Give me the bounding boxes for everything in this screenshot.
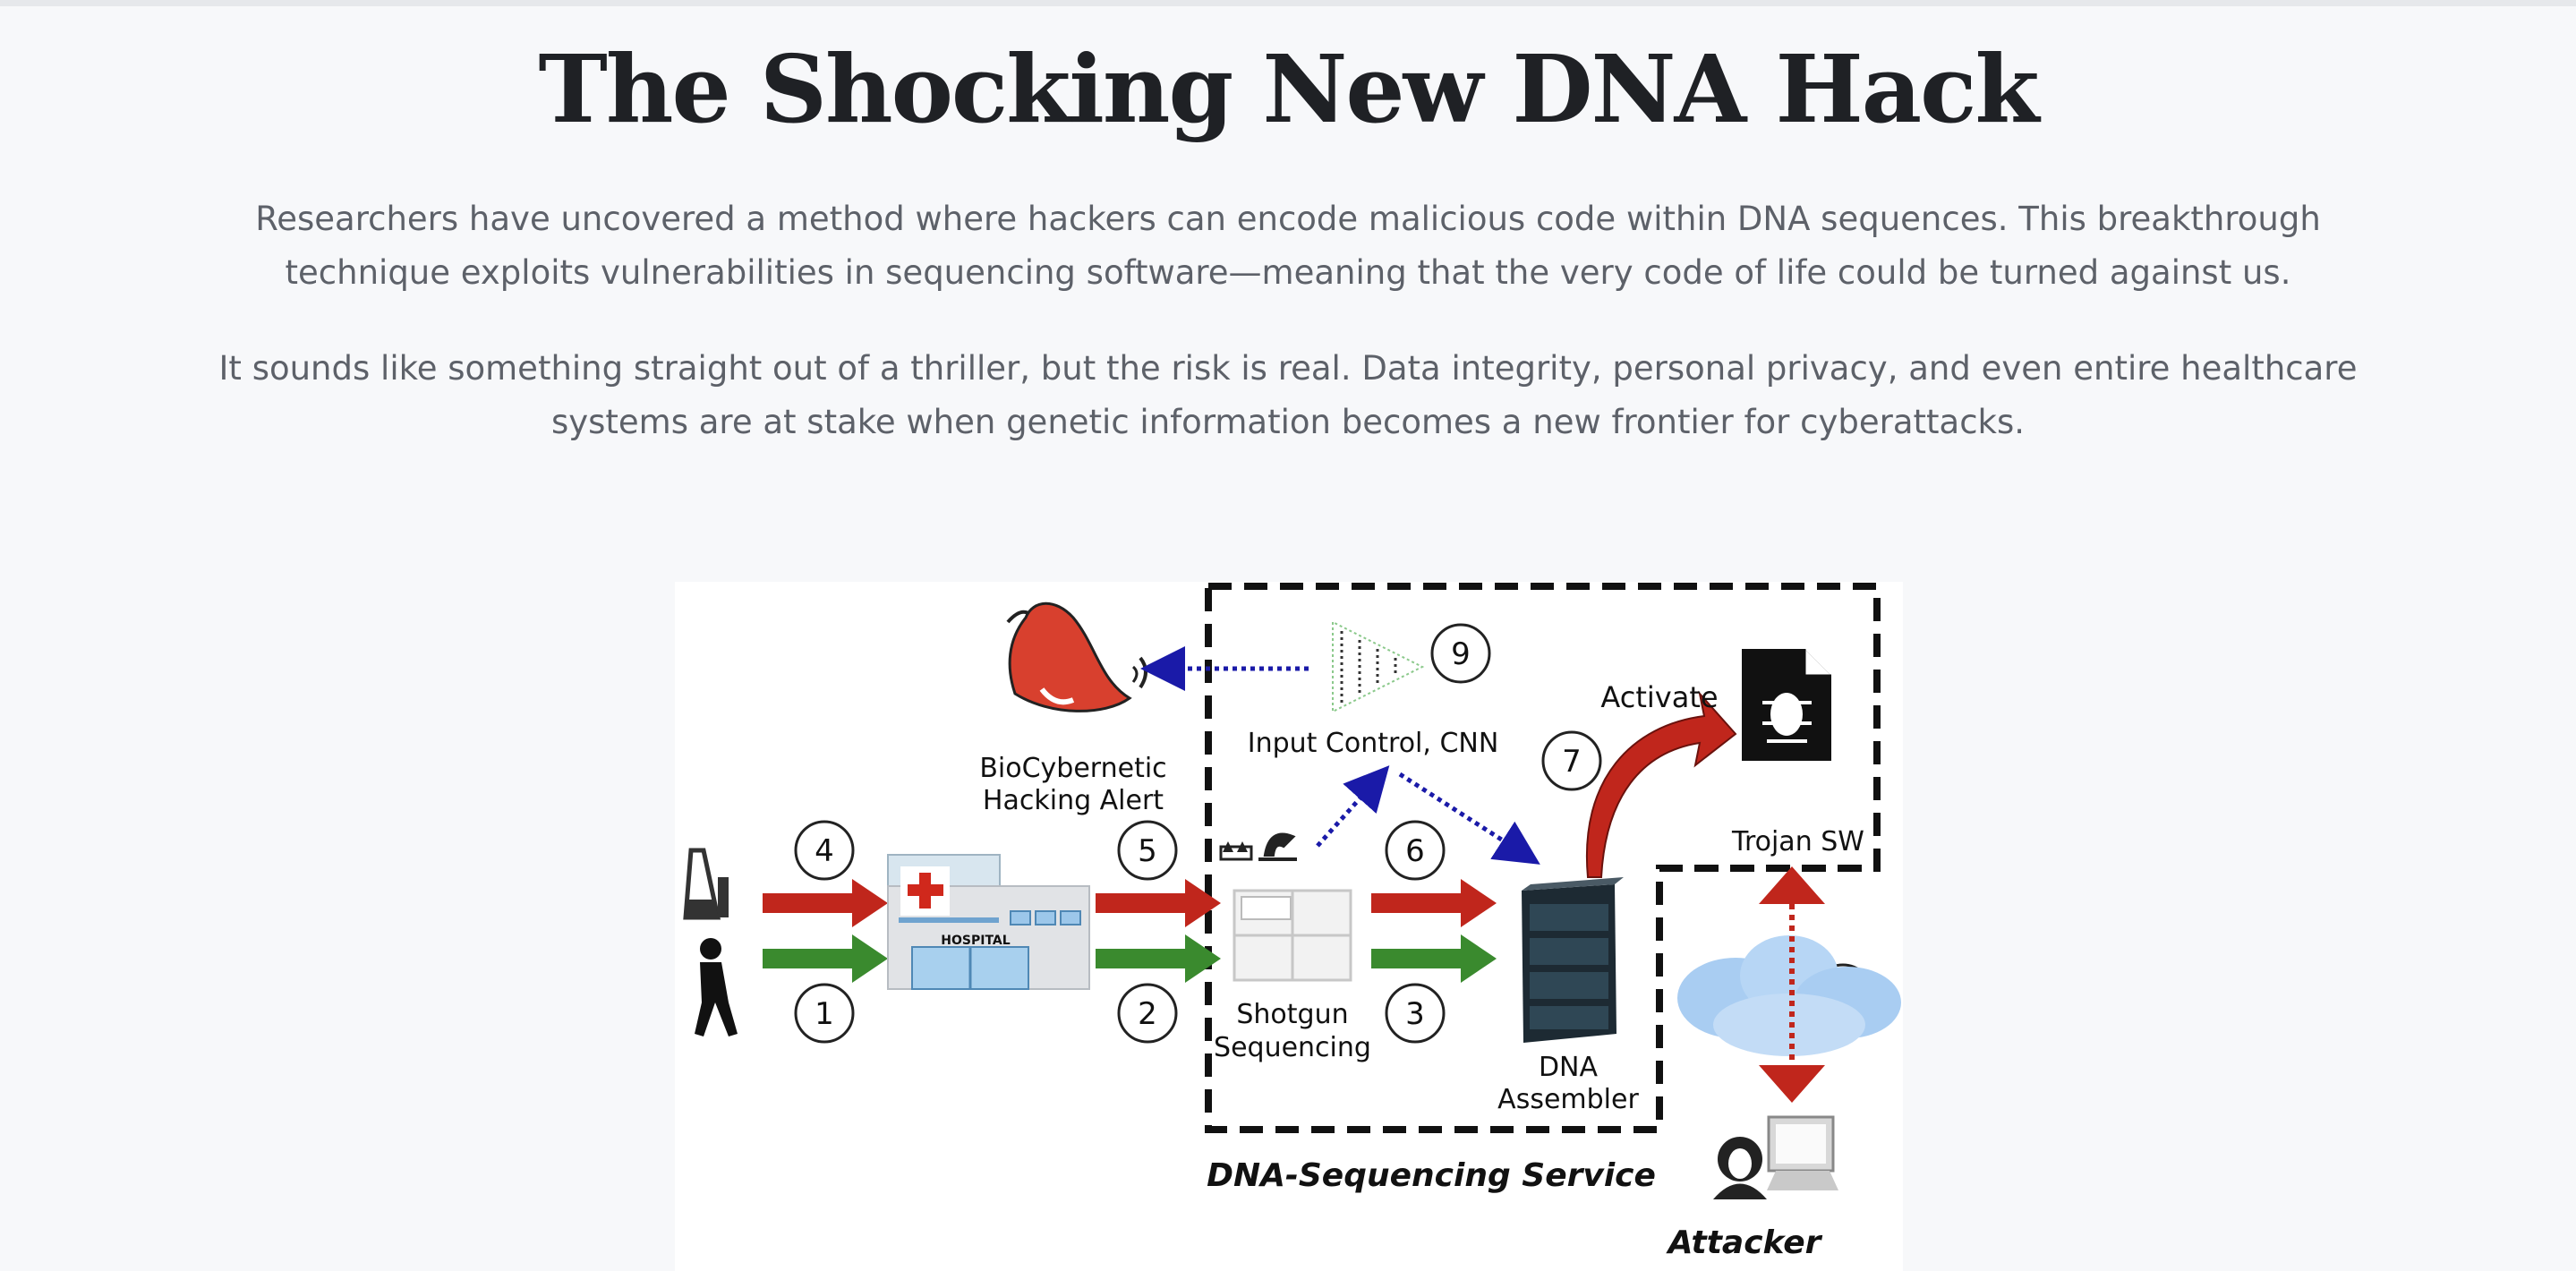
step-7-badge: 7 [1541,730,1602,791]
trojan-file-icon [1742,649,1831,761]
trojan-label: Trojan SW [1731,826,1864,857]
risk-paragraph: It sounds like something straight out of… [218,349,2358,441]
page-title: The Shocking New DNA Hack [538,34,2039,144]
assembler-label-line2: Assembler [1497,1084,1639,1115]
alert-label-line1: BioCybernetic [979,753,1166,784]
top-border [0,0,2576,6]
alert-label-line2: Hacking Alert [983,785,1164,816]
svg-text:7: 7 [1562,744,1582,780]
arrow-seq-to-cnn [1316,765,1390,848]
hospital-icon [887,854,1090,990]
step-4-badge: 4 [794,820,855,881]
server-rack-icon [1522,877,1624,1043]
hospital-sign: HOSPITAL [941,934,1010,948]
arrow-1-green [763,934,888,983]
attacker-label: Attacker [1666,1224,1823,1261]
shotgun-label-line2: Sequencing [1214,1032,1371,1063]
svg-text:4: 4 [815,833,834,869]
step-1-badge: 1 [794,983,855,1044]
svg-text:5: 5 [1138,833,1157,869]
arrow-6-red [1371,879,1497,927]
arrow-cnn-to-assembler [1398,772,1540,865]
step-9-badge: 9 [1430,623,1491,684]
svg-text:9: 9 [1451,636,1471,672]
alert-bell-icon [1006,601,1147,712]
intro-paragraph: Researchers have uncovered a method wher… [255,200,2321,292]
lab-flask-icon [683,848,729,920]
shotgun-label-line1: Shotgun [1236,999,1348,1030]
attacker-icon [1713,1115,1838,1199]
svg-text:2: 2 [1138,996,1157,1032]
step-5-badge: 5 [1117,820,1178,881]
svg-text:3: 3 [1405,996,1425,1032]
arrow-2-green [1096,934,1221,983]
sequencer-icon [1219,832,1352,982]
patient-icon [695,938,738,1036]
arrow-8-attack-channel [1759,866,1825,1103]
step-6-badge: 6 [1385,820,1446,881]
svg-text:1: 1 [815,996,834,1032]
activate-label: Activate [1600,680,1718,714]
cnn-icon [1332,620,1425,713]
arrow-5-red [1096,879,1221,927]
dna-hack-diagram: BioCybernetic Hacking Alert Input Contro… [675,582,1903,1271]
arrow-3-green [1371,934,1497,983]
arrow-4-red [763,879,888,927]
service-label: DNA-Sequencing Service [1207,1157,1656,1194]
step-3-badge: 3 [1385,983,1446,1044]
input-control-label: Input Control, CNN [1248,728,1499,759]
activate-arrow [1585,690,1737,878]
step-2-badge: 2 [1117,983,1178,1044]
assembler-label-line1: DNA [1539,1052,1599,1083]
svg-text:6: 6 [1405,833,1425,869]
